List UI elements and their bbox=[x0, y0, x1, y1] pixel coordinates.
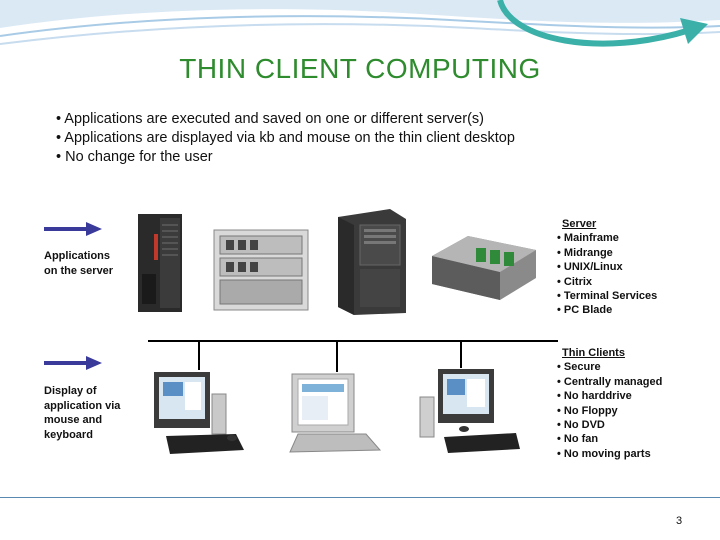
list-item: • Secure bbox=[557, 361, 601, 374]
client-list: Thin Clients • Secure • Centrally manage… bbox=[557, 346, 662, 461]
bullet-1: • Applications are executed and saved on… bbox=[56, 111, 484, 127]
list-item: • UNIX/Linux bbox=[557, 261, 623, 274]
list-item: • No DVD bbox=[557, 419, 605, 432]
page-title: THIN CLIENT COMPUTING bbox=[179, 53, 541, 84]
list-item: • No moving parts bbox=[557, 447, 651, 460]
page-number: 3 bbox=[676, 515, 683, 527]
list-item: • No fan bbox=[557, 433, 599, 446]
rack-server-image bbox=[213, 229, 309, 311]
right-arrow-icon bbox=[44, 356, 102, 370]
network-drop-line bbox=[336, 340, 338, 372]
list-item: • Centrally managed bbox=[557, 375, 663, 388]
thin-client-terminal-image bbox=[289, 373, 382, 453]
thin-client-terminal-image bbox=[154, 372, 244, 454]
header-wave-decoration bbox=[0, 0, 720, 45]
network-bus-line bbox=[148, 340, 558, 342]
client-list-heading: Thin Clients bbox=[562, 347, 625, 359]
network-drop-line bbox=[460, 340, 462, 368]
network-drop-line bbox=[198, 340, 200, 370]
list-item: • Mainframe bbox=[557, 232, 619, 245]
server-list: Server • Mainframe • Midrange • UNIX/Lin… bbox=[557, 217, 657, 318]
right-arrow-icon bbox=[44, 222, 102, 236]
server-list-heading: Server bbox=[562, 218, 597, 230]
blade-server-image bbox=[432, 236, 536, 300]
bullet-3: • No change for the user bbox=[56, 149, 213, 165]
list-item: • Citrix bbox=[557, 275, 593, 288]
list-item: • No harddrive bbox=[557, 390, 632, 403]
bullet-2: • Applications are displayed via kb and … bbox=[56, 130, 515, 146]
clients-side-label: Display of application via mouse and key… bbox=[44, 385, 121, 441]
mainframe-server-image bbox=[138, 214, 182, 312]
list-item: • Midrange bbox=[557, 246, 613, 259]
list-item: • No Floppy bbox=[557, 404, 618, 417]
footer-divider bbox=[0, 497, 720, 498]
tower-server-image bbox=[338, 209, 406, 315]
list-item: • Terminal Services bbox=[557, 290, 658, 303]
list-item: • PC Blade bbox=[557, 304, 613, 317]
curved-arrow-icon bbox=[497, 0, 708, 47]
thin-client-terminal-image bbox=[419, 369, 520, 453]
servers-side-label: Applications on the server bbox=[44, 250, 114, 277]
